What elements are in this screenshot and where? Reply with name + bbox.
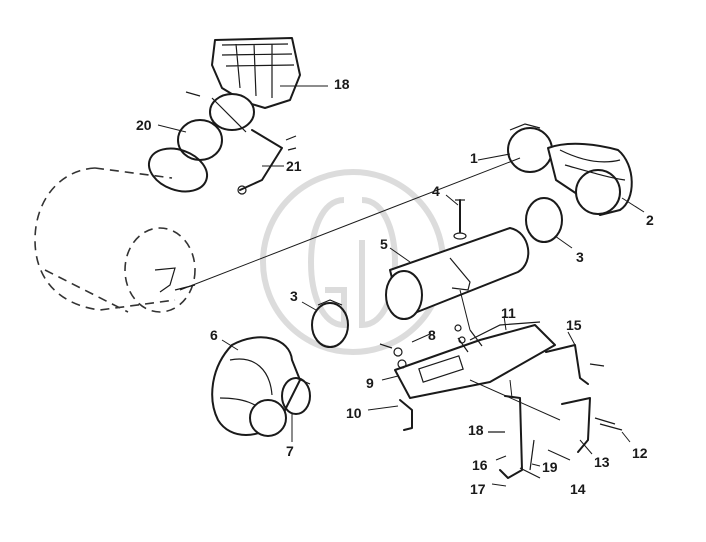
engine-housing-outline — [34, 167, 196, 313]
callout-19: 19 — [542, 459, 558, 475]
mounting-bracket-9-11 — [381, 315, 556, 399]
bolt-12 — [599, 423, 631, 443]
callout-7: 7 — [286, 443, 294, 459]
guide-lines — [459, 289, 571, 461]
support-strap-21 — [185, 91, 297, 195]
bracket-16 — [488, 395, 541, 487]
clamp-7 — [281, 377, 311, 442]
callout-17: 17 — [470, 481, 486, 497]
clamp-3-upper — [525, 197, 573, 249]
clamp-20 — [147, 119, 223, 193]
callout-12: 12 — [632, 445, 648, 461]
callout-2: 2 — [646, 212, 654, 228]
callout-9: 9 — [366, 375, 374, 391]
clamp-3-lower — [301, 299, 349, 348]
clamp-1 — [477, 123, 553, 173]
elbow-6 — [211, 336, 301, 437]
callout-13: 13 — [594, 454, 610, 470]
bracket-13 — [561, 397, 616, 455]
callout-5: 5 — [380, 236, 388, 252]
callout-15: 15 — [566, 317, 582, 333]
callout-4: 4 — [432, 183, 440, 199]
intake-cap-top — [209, 37, 328, 133]
elbow-2 — [547, 142, 645, 216]
callout-8: 8 — [428, 327, 436, 343]
callout-6: 6 — [210, 327, 218, 343]
fasteners-8 — [379, 324, 466, 369]
callout-20: 20 — [136, 117, 152, 133]
callout-1: 1 — [470, 150, 478, 166]
callout-21: 21 — [286, 158, 302, 174]
main-tube-5 — [385, 227, 530, 320]
assembly-axis-line — [179, 157, 521, 291]
callout-16: 16 — [472, 457, 488, 473]
callout-10: 10 — [346, 405, 362, 421]
callout-14: 14 — [570, 481, 586, 497]
callout-18-top: 18 — [334, 76, 350, 92]
bracket-10 — [367, 399, 413, 431]
callout-3-lower: 3 — [290, 288, 298, 304]
callout-3-upper: 3 — [576, 249, 584, 265]
bracket-15 — [545, 331, 605, 385]
callout-18-lower: 18 — [468, 422, 484, 438]
callout-11: 11 — [501, 305, 516, 321]
bolt-4 — [445, 194, 467, 240]
